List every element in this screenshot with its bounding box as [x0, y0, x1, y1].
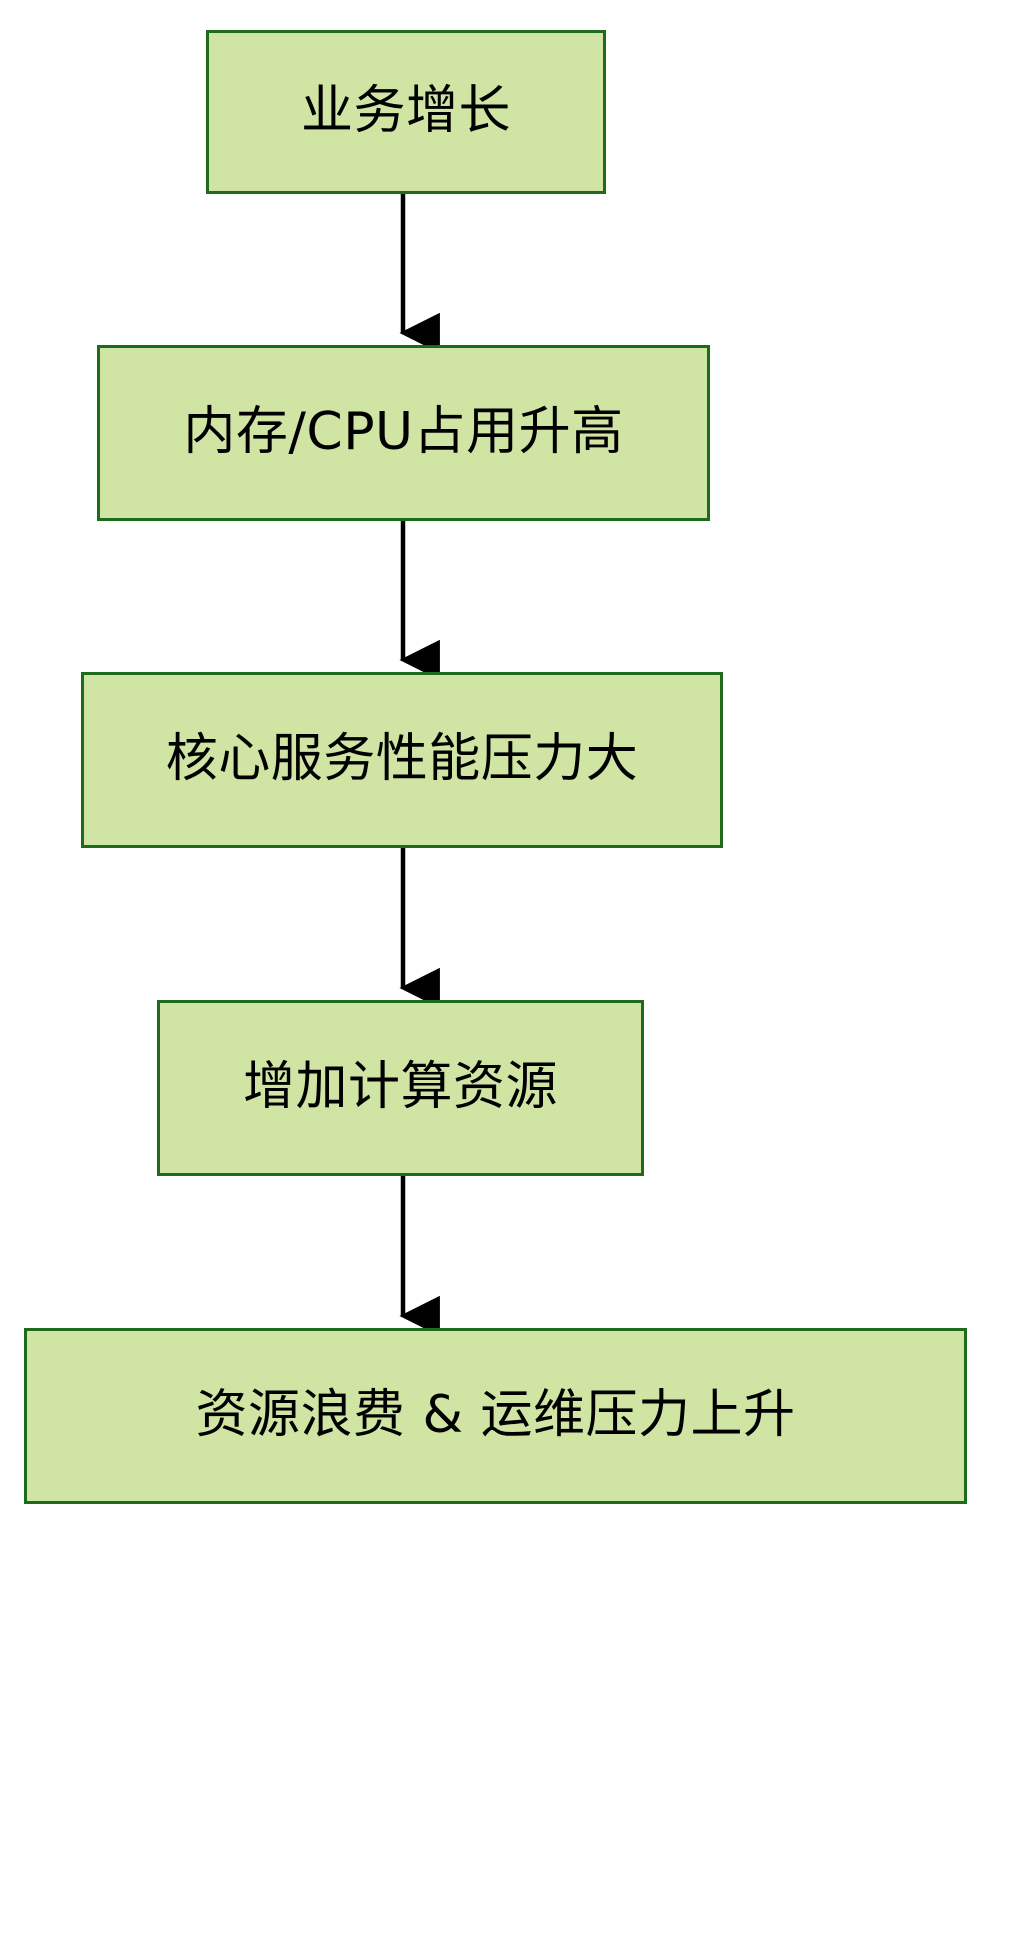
flow-node-business-growth[interactable]: 业务增长 — [206, 30, 606, 194]
flow-node-label: 核心服务性能压力大 — [165, 729, 639, 790]
flow-node-add-compute-resources[interactable]: 增加计算资源 — [157, 1000, 644, 1176]
flow-node-core-service-performance-pressure[interactable]: 核心服务性能压力大 — [81, 672, 723, 848]
flow-node-memory-cpu-usage-rising[interactable]: 内存/CPU占用升高 — [97, 345, 710, 521]
flow-node-resource-waste-and-ops-pressure[interactable]: 资源浪费 & 运维压力上升 — [24, 1328, 967, 1504]
flow-node-label: 内存/CPU占用升高 — [183, 402, 624, 463]
flow-node-label: 资源浪费 & 运维压力上升 — [195, 1385, 796, 1446]
flow-node-label: 增加计算资源 — [242, 1057, 558, 1118]
flow-node-label: 业务增长 — [300, 81, 511, 142]
